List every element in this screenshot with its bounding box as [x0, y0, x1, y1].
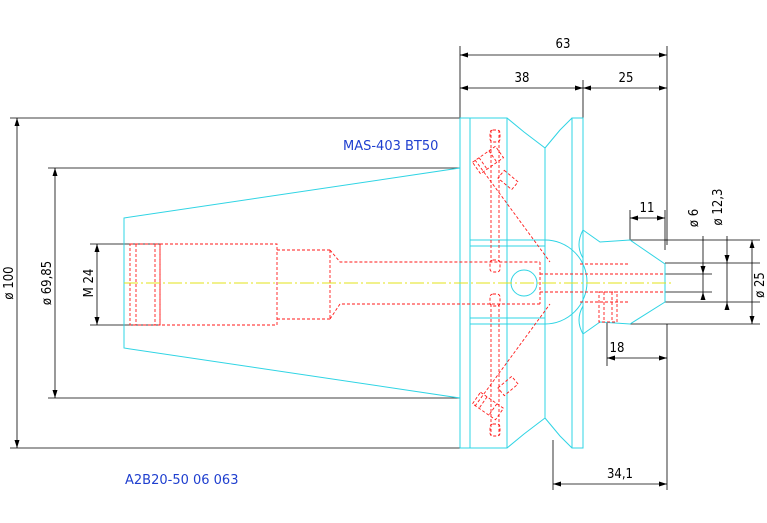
- dim-front-length: 34,1: [607, 467, 633, 482]
- dim-pin-offset: 18: [610, 341, 625, 356]
- dim-nose-step: 11: [640, 201, 655, 216]
- dim-overall-length: 63: [556, 37, 571, 52]
- dimension-labels: 63 38 25 11 18 34,1 ø 6 ø 12,3 ø 25 ø 10…: [2, 37, 767, 482]
- dim-bore-dia: ø 6: [687, 209, 702, 227]
- dim-flange-length: 38: [515, 71, 530, 86]
- part-number-label: A2B20-50 06 063: [125, 473, 238, 488]
- dim-nose-dia: ø 25: [753, 272, 767, 298]
- model-label: MAS-403 BT50: [343, 139, 438, 154]
- dim-taper-dia: ø 69,85: [40, 261, 55, 305]
- dim-outer-dia: ø 100: [2, 266, 17, 299]
- dim-nose-length: 25: [619, 71, 634, 86]
- hidden-features: [129, 129, 665, 437]
- dim-bore-dia-2: ø 12,3: [711, 189, 726, 226]
- dim-thread: M 24: [82, 269, 97, 298]
- dimension-lines: [10, 46, 760, 490]
